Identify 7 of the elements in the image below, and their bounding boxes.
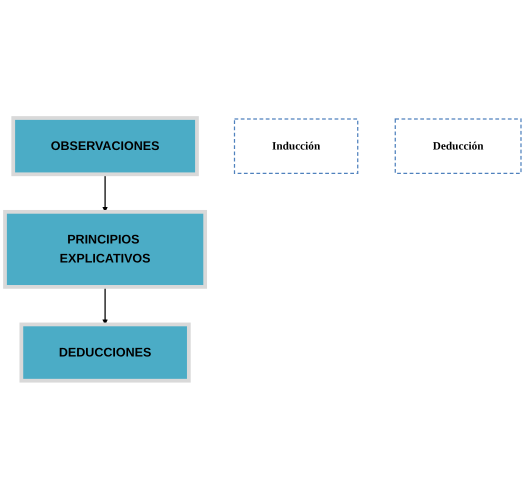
node-box: Inducción xyxy=(234,118,358,174)
node-box: Deducción xyxy=(394,118,522,174)
arrow xyxy=(102,174,108,212)
arrow xyxy=(102,287,108,325)
node-box: OBSERVACIONES xyxy=(11,116,199,176)
node-box: DEDUCCIONES xyxy=(19,322,191,383)
node-box: PRINCIPIOS EXPLICATIVOS xyxy=(3,210,208,289)
